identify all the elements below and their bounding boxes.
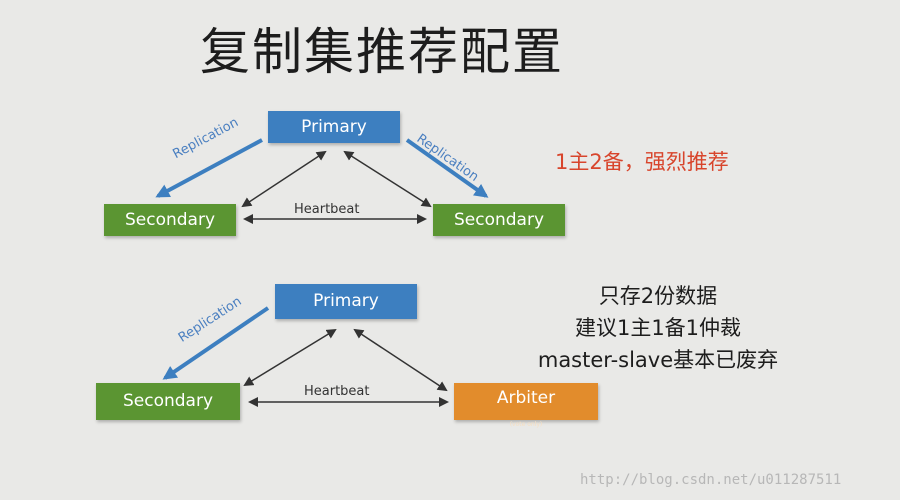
heartbeat-arrow-primary-left-1 <box>241 150 327 208</box>
note-line-2: 建议1主1备1仲裁 <box>574 316 742 340</box>
primary-node-2: Primary <box>275 284 417 319</box>
replication-arrow-right-1 <box>405 138 489 198</box>
primary-label-1: Primary <box>301 117 367 137</box>
heartbeat-label-1: Heartbeat <box>294 202 360 217</box>
secondary-node-left-1: Secondary <box>104 204 236 236</box>
page-title: 复制集推荐配置 <box>200 23 564 81</box>
heartbeat-label-2: Heartbeat <box>304 384 370 399</box>
heartbeat-arrow-primary-right-2 <box>353 328 448 392</box>
recommendation-note: 1主2备，强烈推荐 <box>555 150 729 174</box>
replication-arrow-left-1 <box>155 138 263 198</box>
heartbeat-arrow-primary-left-2 <box>243 328 337 387</box>
note-line-1: 只存2份数据 <box>598 284 718 308</box>
watermark: http://blog.csdn.net/u011287511 <box>580 472 842 488</box>
replication-arrow-left-2 <box>162 306 270 380</box>
primary-label-2: Primary <box>313 291 379 311</box>
primary-node-1: Primary <box>268 111 400 143</box>
secondary-node-2: Secondary <box>96 383 240 420</box>
arbiter-notes: 只存2份数据 建议1主1备1仲裁 master-slave基本已废弃 <box>488 280 828 376</box>
secondary-label-right-1: Secondary <box>453 210 545 230</box>
note-line-3: master-slave基本已废弃 <box>537 348 779 372</box>
secondary-label-left-1: Secondary <box>124 210 216 230</box>
secondary-label-2: Secondary <box>122 391 214 411</box>
heartbeat-arrow-primary-right-1 <box>343 150 432 208</box>
arbiter-sublabel: (vote only) <box>509 421 543 428</box>
secondary-node-right-1: Secondary <box>433 204 565 236</box>
arbiter-node: Arbiter (vote only) <box>454 383 598 428</box>
arbiter-label: Arbiter <box>496 388 556 408</box>
